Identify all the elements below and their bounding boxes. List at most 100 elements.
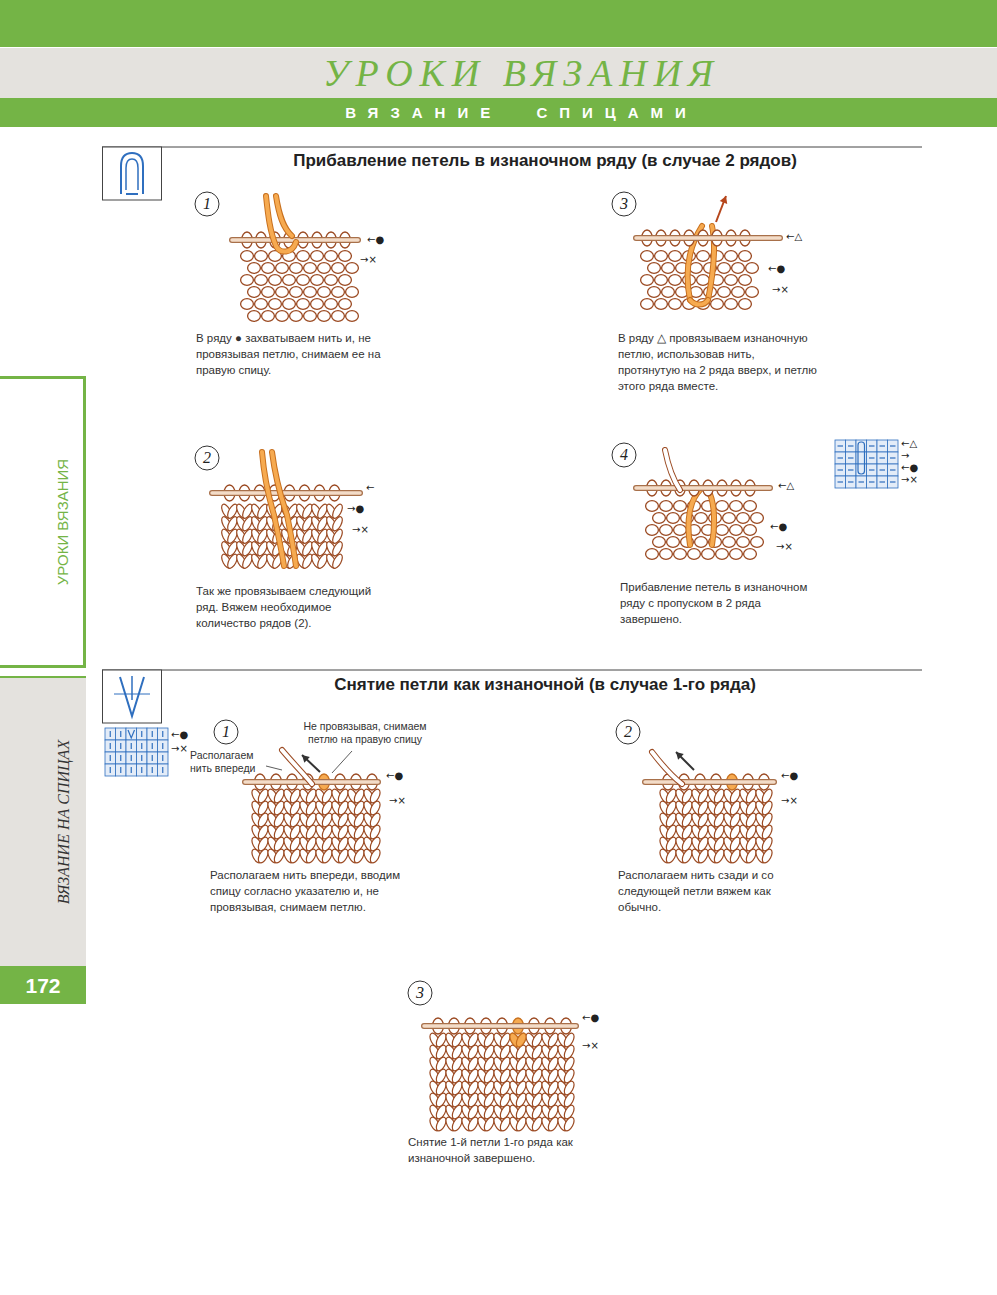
slip-mark	[128, 730, 135, 738]
knit-mark	[120, 743, 121, 749]
chart-cell	[116, 728, 127, 740]
step-number-circle: 2	[615, 719, 641, 745]
needle-outline	[636, 485, 770, 491]
chart-cell	[877, 452, 888, 464]
yarn-outline	[688, 490, 700, 545]
purl-stitch	[718, 263, 731, 274]
purl-stitch	[248, 263, 261, 274]
yarn-body	[272, 452, 296, 566]
row-marker: ←●	[367, 234, 384, 246]
row-marker: →×	[776, 541, 793, 553]
step-caption: Прибавление петель в изнаночном ряду с п…	[620, 579, 810, 627]
needle-outline	[212, 490, 360, 496]
purl-stitch	[653, 513, 666, 524]
purl-stitch	[648, 263, 661, 274]
knit-stitch	[368, 848, 382, 865]
purl-stitch	[241, 251, 254, 262]
yarn-body	[688, 490, 700, 545]
direction-arrow	[676, 752, 694, 770]
row-marker: →×	[352, 524, 369, 536]
purl-stitch	[304, 311, 317, 322]
knit-mark	[131, 767, 132, 773]
purl-stitch	[262, 287, 275, 298]
chart-cell	[877, 440, 888, 452]
purl-stitch	[290, 311, 303, 322]
purl-stitch	[311, 299, 324, 310]
purl-mark	[890, 481, 896, 482]
chart-cell	[137, 740, 148, 752]
orange-yarn	[276, 196, 292, 236]
purl-stitch	[311, 275, 324, 286]
arrow-shaft	[302, 755, 320, 772]
chart-cell	[888, 440, 899, 452]
row-marker: ←●	[901, 462, 918, 474]
purl-stitch	[716, 549, 729, 560]
purl-stitch	[697, 275, 710, 286]
purl-mark	[880, 457, 886, 458]
purl-stitch	[269, 299, 282, 310]
side-tab: УРОКИ ВЯЗАНИЯ	[0, 376, 86, 668]
purl-stitch	[339, 251, 352, 262]
purl-stitch	[730, 525, 743, 536]
chart-cell	[147, 764, 158, 776]
step-number-circle: 3	[611, 191, 637, 217]
orange-yarn	[690, 300, 708, 305]
orange-yarn	[688, 490, 700, 545]
knit-mark	[141, 767, 142, 773]
purl-stitch	[660, 501, 673, 512]
knit-swatch	[428, 1032, 576, 1133]
knit-stitch	[760, 848, 774, 865]
purl-stitch	[346, 287, 359, 298]
chart-cell	[888, 464, 899, 476]
purl-stitch	[660, 549, 673, 560]
step-number-circle: 4	[611, 442, 637, 468]
purl-stitch	[339, 275, 352, 286]
row-marker: ←●	[770, 521, 787, 533]
circle-shape	[616, 720, 640, 744]
purl-stitch	[669, 275, 682, 286]
chart-cell	[147, 740, 158, 752]
step-number: 1	[222, 724, 230, 740]
purl-stitch	[332, 263, 345, 274]
purl-stitch	[718, 287, 731, 298]
chart-cell	[877, 464, 888, 476]
knit-mark	[131, 743, 132, 749]
tab-text: УРОКИ ВЯЗАНИЯ	[55, 459, 70, 585]
purl-stitch	[318, 263, 331, 274]
chart-cell	[105, 740, 116, 752]
purl-stitch	[262, 263, 275, 274]
purl-stitch	[241, 275, 254, 286]
arrow-head	[302, 755, 310, 763]
row-marker: ←△	[778, 480, 794, 492]
purl-stitch	[276, 263, 289, 274]
chart-cell	[888, 452, 899, 464]
step-number: 3	[620, 196, 628, 212]
knit-mark	[110, 743, 111, 749]
purl-mark	[838, 481, 844, 482]
purl-stitch	[695, 537, 708, 548]
direction-arrow	[302, 755, 320, 772]
purl-stitch	[332, 287, 345, 298]
purl-stitch	[695, 513, 708, 524]
step-number: 1	[203, 196, 211, 212]
knit-mark	[110, 755, 111, 761]
chart-cell	[846, 452, 857, 464]
purl-mark	[880, 445, 886, 446]
chart-cell	[835, 476, 846, 488]
knit-swatch	[658, 788, 774, 865]
chart-cell	[158, 728, 169, 740]
step-number: 3	[416, 985, 424, 1001]
section-rule	[102, 670, 922, 671]
purl-stitch	[725, 251, 738, 262]
purl-stitch	[662, 263, 675, 274]
purl-stitch	[283, 275, 296, 286]
purl-stitch	[674, 501, 687, 512]
purl-mark	[869, 445, 875, 446]
row-marker: →×	[901, 474, 918, 486]
purl-stitch	[653, 537, 666, 548]
knit-mark	[152, 755, 153, 761]
purl-stitch	[641, 275, 654, 286]
purl-stitch	[332, 311, 345, 322]
